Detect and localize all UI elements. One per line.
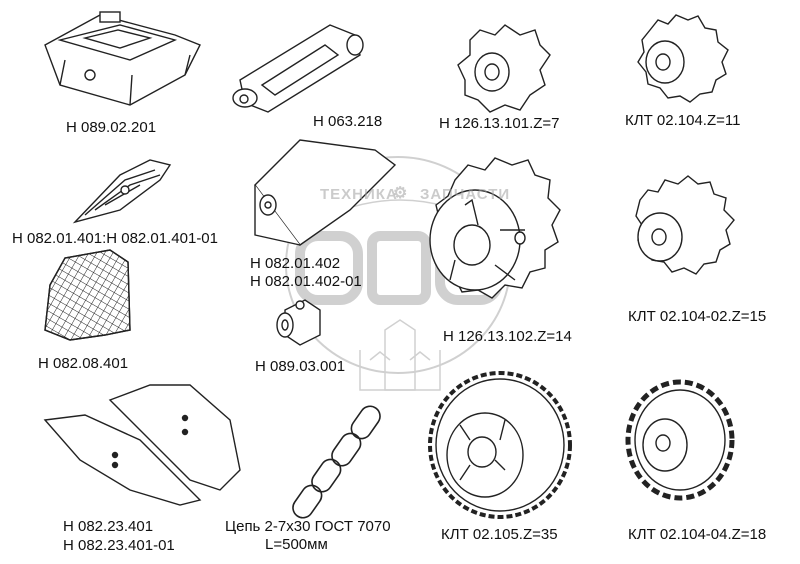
- label-part-14: КЛТ 02.104-04.Z=18: [628, 526, 767, 543]
- part-gear-klt-02-104-04: [625, 379, 735, 501]
- part-mesh-082-08-401: [44, 249, 131, 341]
- part-gear-klt-02-105: [428, 371, 572, 519]
- gear-icon: ⚙: [393, 185, 409, 202]
- watermark-text-left: ТЕХНИКА: [320, 186, 398, 203]
- label-part-5: Н 082.01.401:Н 082.01.401-01: [12, 230, 218, 247]
- part-bar-063-218: [232, 24, 364, 113]
- label-part-9: Н 082.08.401: [38, 355, 129, 372]
- part-bushing-089-03-001: [276, 299, 321, 346]
- label-part-13: КЛТ 02.105.Z=35: [441, 526, 558, 543]
- part-chain-2-7x30: [292, 405, 381, 519]
- label-part-11-line1: Н 082.23.401: [63, 518, 154, 535]
- part-housing-089-02-201: [44, 11, 201, 106]
- label-part-8: Н 126.13.102.Z=14: [443, 328, 572, 345]
- label-part-6-line2: Н 082.01.402-01: [250, 273, 362, 290]
- part-sprocket-126-13-101: [457, 24, 551, 113]
- label-part-12-line1: Цепь 2-7х30 ГОСТ 7070: [225, 518, 391, 535]
- label-part-2: Н 063.218: [313, 113, 383, 130]
- part-gear-klt-02-104-02: [635, 175, 735, 275]
- label-part-6-line1: Н 082.01.402: [250, 255, 341, 272]
- label-part-1: Н 089.02.201: [66, 119, 157, 136]
- watermark-building-icon: [359, 319, 441, 391]
- part-gear-klt-02-104: [637, 14, 729, 103]
- label-part-12-line2: L=500мм: [265, 536, 328, 553]
- part-knife-082-01-401: [72, 159, 172, 224]
- label-part-10: Н 089.03.001: [255, 358, 346, 375]
- part-bracket-082-01-402: [254, 139, 397, 246]
- label-part-3: Н 126.13.101.Z=7: [439, 115, 560, 132]
- watermark-text-right: ЗАПЧАСТИ: [420, 186, 511, 203]
- label-part-7: КЛТ 02.104-02.Z=15: [628, 308, 767, 325]
- part-plate-082-23-401: [43, 384, 241, 506]
- label-part-11-line2: Н 082.23.401-01: [63, 537, 175, 554]
- part-sprocket-126-13-102: [429, 157, 561, 299]
- label-part-4: КЛТ 02.104.Z=11: [625, 112, 741, 129]
